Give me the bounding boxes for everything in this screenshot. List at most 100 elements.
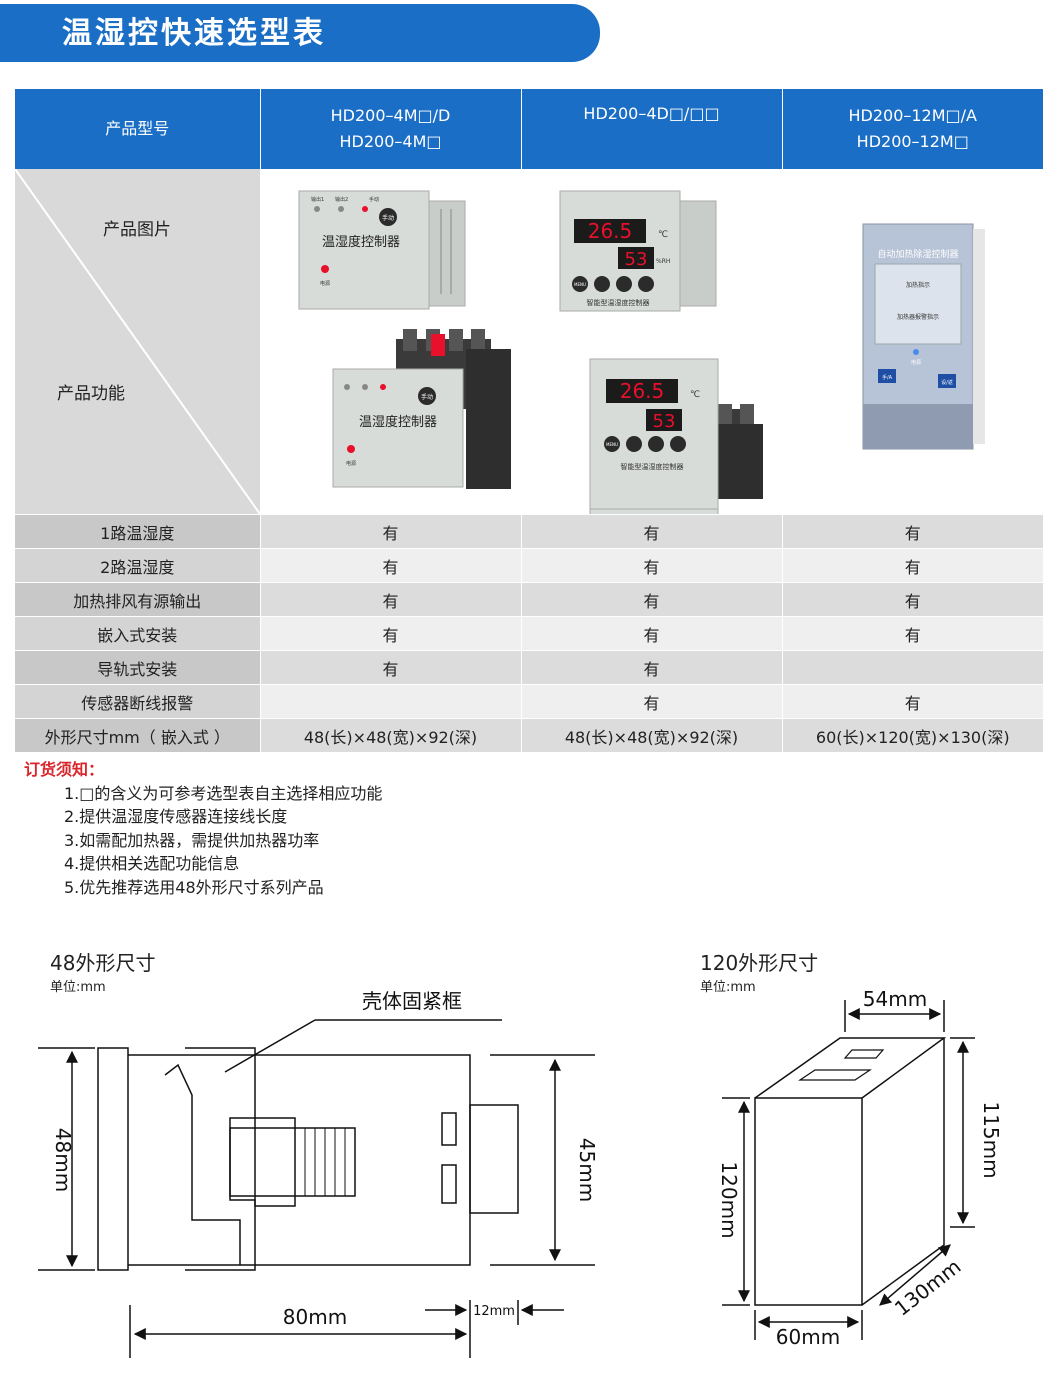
model-line: HD200–12M□/A <box>848 106 977 125</box>
selection-table: 产品型号 HD200–4M□/D HD200–4M□ HD200–4D□/□□ H… <box>15 89 1043 752</box>
notes-list: 1.□的含义为可参考选型表自主选择相应功能 2.提供温湿度传感器连接线长度 3.… <box>24 782 382 900</box>
panel-power-label: 电源 <box>910 359 920 366</box>
row-label: 导轨式安装 <box>15 650 261 685</box>
notes-title: 订货须知： <box>24 760 105 779</box>
dim48-title: 48外形尺寸 <box>50 951 156 975</box>
row-value: 有 <box>782 582 1043 617</box>
table-row: 1路温湿度有有有 <box>15 514 1043 549</box>
row-value: 有 <box>260 548 522 583</box>
dim120-bottom: 60mm <box>776 1325 840 1349</box>
note-item: 1.□的含义为可参考选型表自主选择相应功能 <box>64 783 383 803</box>
row-value: 有 <box>260 514 522 549</box>
power-label: 电源 <box>345 460 355 467</box>
picture-row: 产品图片 产品功能 输出1 输出2 手动 手动 温湿度控制器 电源 <box>15 169 1043 515</box>
row-label: 加热排风有源输出 <box>15 582 261 617</box>
note-item: 5.优先推荐选用48外形尺寸系列产品 <box>64 877 324 897</box>
controller-front-image: 输出1 输出2 手动 手动 温湿度控制器 电源 <box>298 190 465 310</box>
dim48-rear: 12mm <box>473 1304 515 1319</box>
product-image-2: 26.5 ℃ 53 %RH MENU 智能型温湿度控制器 <box>521 169 783 515</box>
row-label: 外形尺寸mm（ 嵌入式 ） <box>15 718 261 752</box>
temperature-display: 26.5 <box>587 219 632 243</box>
row-label: 嵌入式安装 <box>15 616 261 651</box>
note-item: 4.提供相关选配功能信息 <box>64 854 240 873</box>
dim120-top: 54mm <box>863 987 927 1011</box>
row-value: 有 <box>521 514 783 549</box>
device-label: 温湿度控制器 <box>321 234 399 250</box>
dim48-height: 48mm <box>51 1128 75 1192</box>
row-value <box>782 650 1043 685</box>
led-label: 输出2 <box>335 196 348 203</box>
table-row: 传感器断线报警 有有 <box>15 684 1043 719</box>
menu-button-label: MENU <box>574 282 586 287</box>
row-value: 有 <box>782 514 1043 549</box>
model-line: HD200–4M□/D <box>330 106 451 125</box>
page-title: 温湿控快速选型表 <box>62 16 326 51</box>
title-banner: 温湿控快速选型表 <box>0 4 600 62</box>
panel-title: 自动加热除湿控制器 <box>877 248 958 260</box>
row-value: 有 <box>521 684 783 719</box>
note-item: 3.如需配加热器，需提供加热器功率 <box>64 830 320 850</box>
menu-button-label: MENU <box>606 442 618 447</box>
row-value: 有 <box>260 650 522 685</box>
model-col-1: HD200–4M□/D HD200–4M□ <box>260 89 522 169</box>
humidity-display: 53 <box>624 249 647 270</box>
row-value: 有 <box>782 616 1043 651</box>
picture-label-cell: 产品图片 产品功能 <box>15 169 261 515</box>
table-row: 外形尺寸mm（ 嵌入式 ）48(长)×48(宽)×92(深)48(长)×48(宽… <box>15 718 1043 752</box>
temp-unit: ℃ <box>658 230 668 240</box>
function-label: 产品功能 <box>57 384 125 404</box>
table-row: 2路温湿度有有有 <box>15 548 1043 583</box>
dim120-unit: 单位:mm <box>700 980 756 995</box>
row-value: 有 <box>521 582 783 617</box>
device-label: 温湿度控制器 <box>358 414 436 430</box>
temperature-display: 26.5 <box>619 379 664 403</box>
model-line: HD200–4M□ <box>339 132 442 151</box>
product-image-3: 自动加热除湿控制器 加热指示 加热器报警指示 电源 手/A 设/返 <box>782 169 1043 515</box>
row-value: 48(长)×48(宽)×92(深) <box>260 718 522 752</box>
panel-controller-image: 自动加热除湿控制器 加热指示 加热器报警指示 电源 手/A 设/返 <box>862 223 985 450</box>
frame-label: 壳体固紧框 <box>362 989 462 1013</box>
row-label: 传感器断线报警 <box>15 684 261 719</box>
smart-label: 智能型温湿度控制器 <box>586 298 649 307</box>
dim120-left: 120mm <box>717 1161 741 1238</box>
row-value: 有 <box>782 548 1043 583</box>
row-value: 有 <box>260 616 522 651</box>
row-value: 48(长)×48(宽)×92(深) <box>521 718 783 752</box>
picture-label: 产品图片 <box>103 220 171 240</box>
led-label: 输出1 <box>311 196 324 203</box>
dim120-title: 120外形尺寸 <box>700 951 819 975</box>
note-item: 2.提供温湿度传感器连接线长度 <box>64 807 288 826</box>
diagonal-divider <box>15 169 260 514</box>
model-col-3: HD200–12M□/A HD200–12M□ <box>782 89 1043 169</box>
table-row: 导轨式安装有有 <box>15 650 1043 685</box>
dim48-length: 80mm <box>283 1305 347 1329</box>
smart-label: 智能型温湿度控制器 <box>620 462 683 471</box>
panel-indicator-label: 加热指示 <box>905 281 929 289</box>
panel-button-label: 设/返 <box>941 379 953 386</box>
model-line: HD200–4D□/□□ <box>583 104 720 123</box>
model-col-2: HD200–4D□/□□ <box>521 89 783 169</box>
row-label: 2路温湿度 <box>15 548 261 583</box>
dim120-depth: 130mm <box>890 1254 966 1320</box>
table-row: 加热排风有源输出有有有 <box>15 582 1043 617</box>
row-value: 60(长)×120(宽)×130(深) <box>782 718 1043 752</box>
table-header-row: 产品型号 HD200–4M□/D HD200–4M□ HD200–4D□/□□ H… <box>15 89 1043 169</box>
temp-unit: ℃ <box>690 390 700 400</box>
panel-indicator-label: 加热器报警指示 <box>896 313 938 321</box>
manual-button-label: 手动 <box>420 393 432 401</box>
manual-button-label: 手动 <box>381 214 393 222</box>
dim48-inner-height: 45mm <box>575 1138 599 1202</box>
humidity-unit: %RH <box>656 258 670 265</box>
controller-with-socket-image: 手动 温湿度控制器 电源 <box>332 329 511 489</box>
table-row: 嵌入式安装有有有 <box>15 616 1043 651</box>
power-label: 电源 <box>319 280 329 287</box>
header-label: 产品型号 <box>15 89 261 169</box>
row-value: 有 <box>521 650 783 685</box>
model-line: HD200–12M□ <box>856 132 969 151</box>
panel-button-label: 手/A <box>881 374 892 381</box>
row-value: 有 <box>521 548 783 583</box>
humidity-display: 53 <box>652 411 675 432</box>
row-value: 有 <box>782 684 1043 719</box>
row-value: 有 <box>521 616 783 651</box>
order-notes: 订货须知： 1.□的含义为可参考选型表自主选择相应功能 2.提供温湿度传感器连接… <box>24 758 382 899</box>
